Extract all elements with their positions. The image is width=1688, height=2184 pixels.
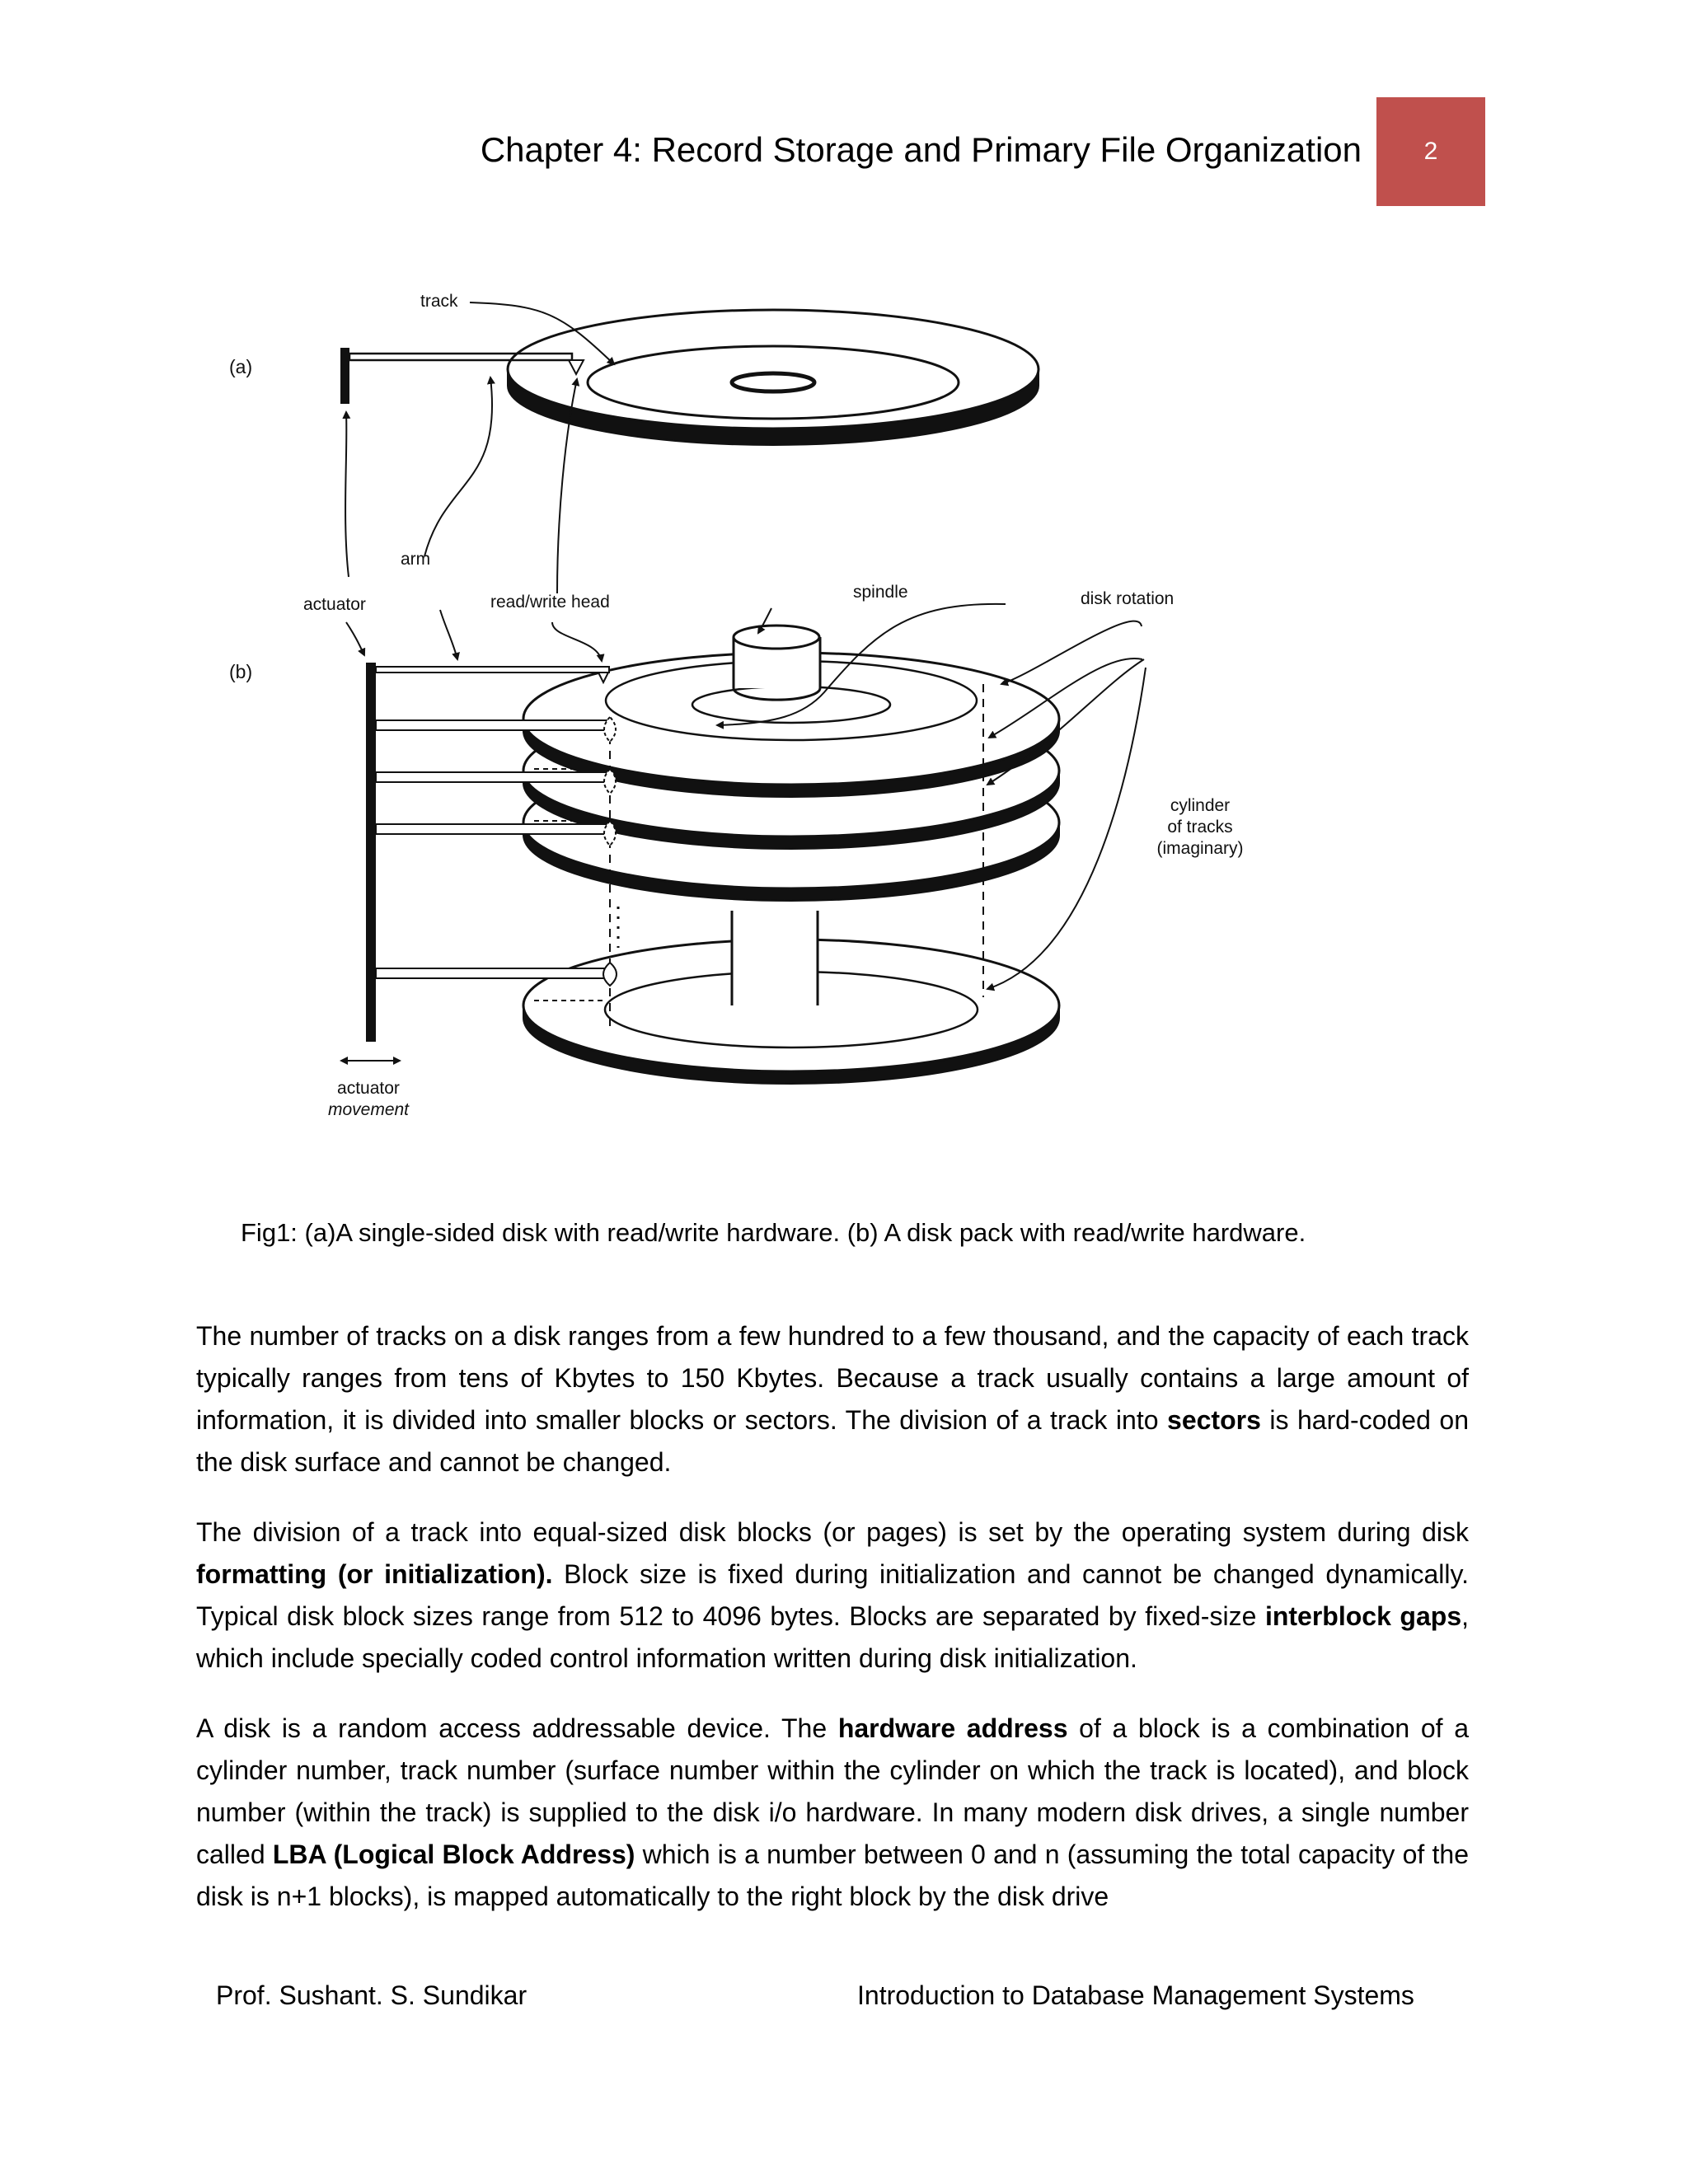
label-track: track [420,292,458,311]
label-a: (a) [229,356,252,377]
chapter-title: Chapter 4: Record Storage and Primary Fi… [480,130,1362,169]
label-spindle: spindle [853,583,908,602]
label-b: (b) [229,661,252,682]
paragraph-2: The division of a track into equal-sized… [196,1511,1469,1680]
label-disk-rotation: disk rotation [1081,589,1174,608]
p2-bold-2: interblock gaps [1264,1601,1462,1631]
p2-text-3: , which include specially coded control … [196,1601,1470,1673]
label-cylinder-3: (imaginary) [1156,839,1243,858]
page-number-badge: 2 [1376,97,1485,206]
actuator-b [340,663,617,1065]
p1-text-1: The number of tracks on a disk ranges fr… [196,1321,1469,1435]
disk-figure: (a) (b) track arm actuator read/write he… [198,272,1302,1146]
p2-text-2: Block size is fixed during initializatio… [196,1559,1470,1631]
footer-course: Introduction to Database Management Syst… [857,1980,1414,2010]
paragraph-1: The number of tracks on a disk ranges fr… [196,1315,1469,1483]
label-actuator-movement-1: actuator [337,1079,400,1098]
label-actuator: actuator [303,595,366,614]
actuator-a [340,348,585,404]
single-disk-a [506,308,1040,446]
label-arm: arm [401,550,430,569]
p3-bold-1: hardware address [837,1713,1068,1743]
leader-arrows [342,302,1146,991]
p3-bold-2: LBA (Logical Block Address) [272,1840,635,1869]
label-actuator-movement-2: movement [328,1100,410,1119]
paragraph-3: A disk is a random access addressable de… [196,1708,1469,1918]
p2-text-1: The division of a track into equal-sized… [196,1517,1469,1547]
figure-caption: Fig1: (a)A single-sided disk with read/w… [241,1218,1306,1247]
p3-text-3: which is a number between 0 and n (assum… [196,1840,1470,1911]
p3-text-1: A disk is a random access addressable de… [196,1713,838,1743]
footer-author: Prof. Sushant. S. Sundikar [216,1980,528,2010]
p1-text-2: is hard-coded on the disk surface and ca… [196,1405,1470,1477]
p1-bold-1: sectors [1167,1405,1261,1435]
label-cylinder-1: cylinder [1170,796,1230,815]
p2-bold-1: formatting (or initialization). [196,1559,553,1589]
label-read-write-head: read/write head [490,593,610,612]
label-cylinder-2: of tracks [1167,818,1232,837]
p3-text-2: of a block is a combination of a cylinde… [196,1713,1470,1869]
disk-diagram: (a) (b) track arm actuator read/write he… [229,292,1244,1119]
disk-pack-b [522,624,1061,1085]
